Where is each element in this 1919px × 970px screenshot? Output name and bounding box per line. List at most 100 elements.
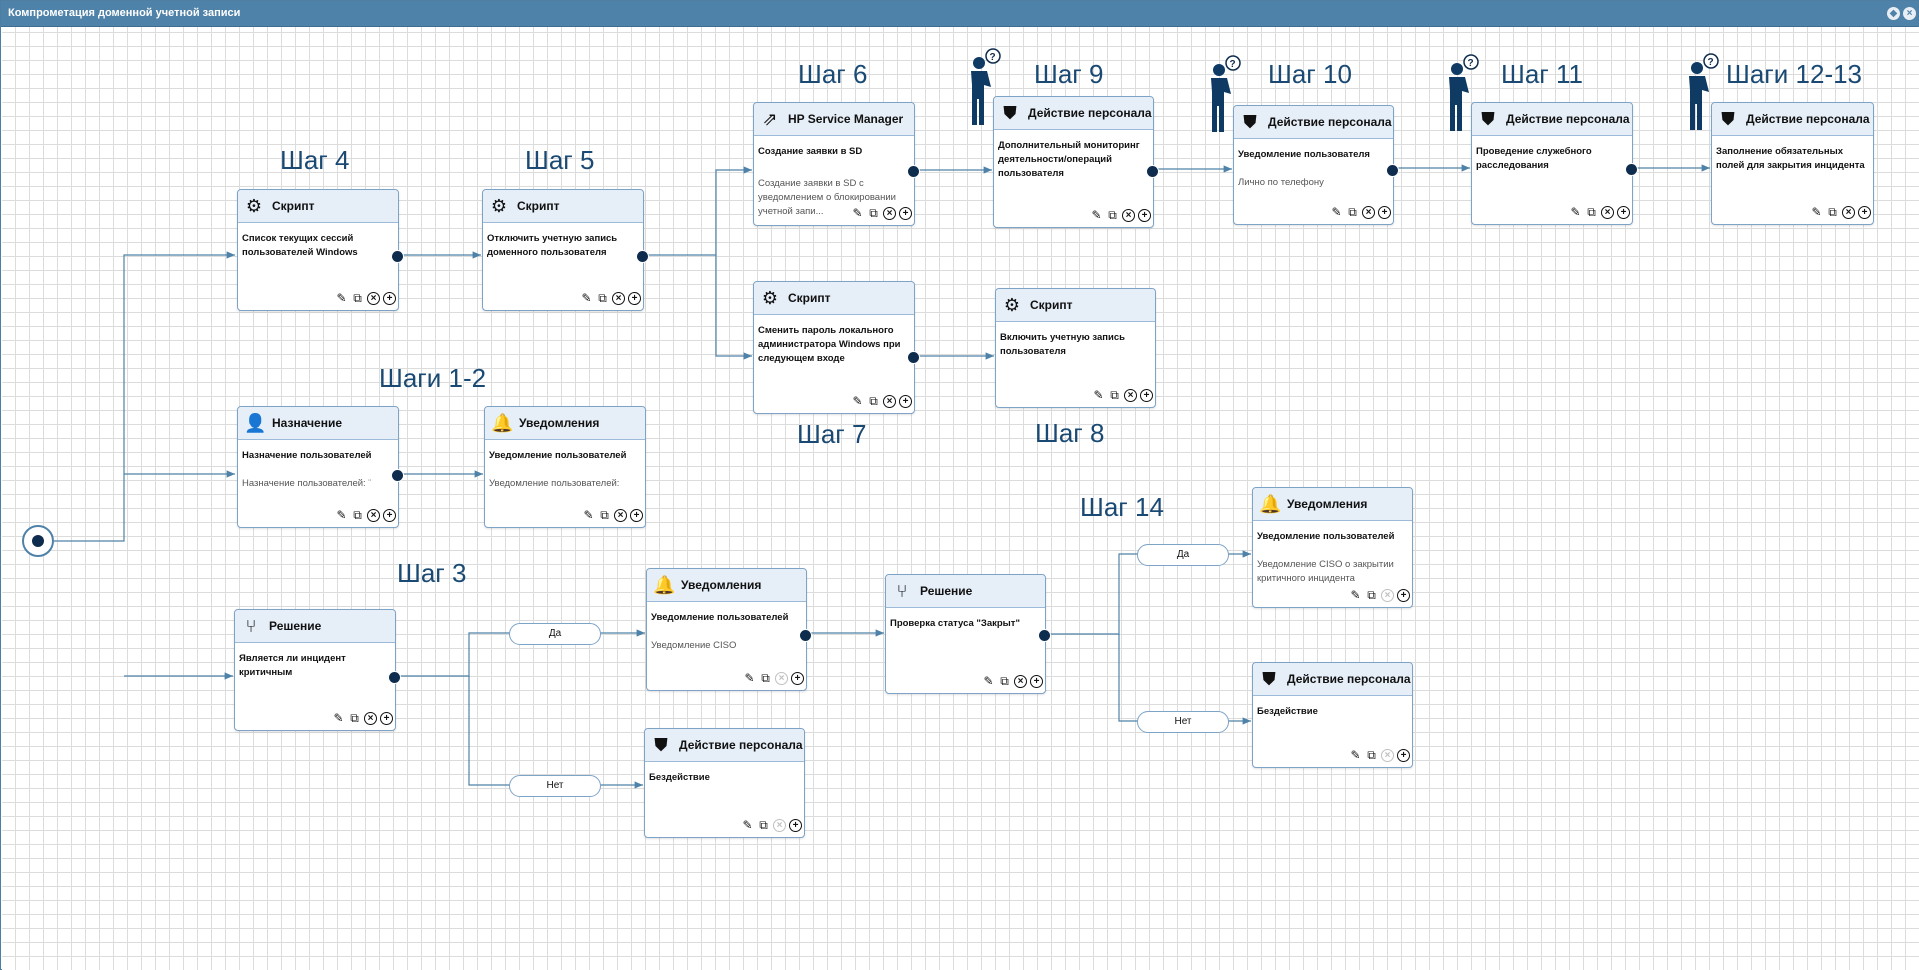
output-port[interactable]	[391, 250, 404, 263]
delete-icon[interactable]: ×	[1842, 206, 1855, 219]
edit-icon[interactable]: ✎	[581, 291, 592, 305]
edit-icon[interactable]: ✎	[336, 291, 347, 305]
delete-icon[interactable]: ×	[364, 712, 377, 725]
copy-icon[interactable]: ⧉	[1348, 205, 1357, 219]
delete-icon[interactable]: ×	[612, 292, 625, 305]
copy-icon[interactable]: ⧉	[1000, 674, 1009, 688]
add-icon[interactable]: +	[1138, 209, 1151, 222]
node-hp-service-manager[interactable]: ⇗HP Service Manager Создание заявки в SD…	[753, 102, 920, 226]
node-action-inaction[interactable]: ⛊Действие персонала Бездействие ✎⧉×+	[644, 728, 805, 838]
node-action-notify-user[interactable]: ⛊Действие персонала Уведомление пользова…	[1233, 105, 1399, 225]
edit-icon[interactable]: ✎	[1091, 208, 1102, 222]
copy-icon[interactable]: ⧉	[1587, 205, 1596, 219]
node-action-close-fields[interactable]: ⛊Действие персонала Заполнение обязатель…	[1711, 102, 1874, 225]
add-icon[interactable]: +	[899, 207, 912, 220]
add-icon[interactable]: +	[1858, 206, 1871, 219]
add-icon[interactable]: +	[380, 712, 393, 725]
add-icon[interactable]: +	[383, 292, 396, 305]
node-script-disable-account[interactable]: ⚙Скрипт Отключить учетную запись доменно…	[482, 189, 649, 311]
node-action-inaction-2[interactable]: ⛊Действие персонала Бездействие ✎⧉×+	[1252, 662, 1413, 768]
add-icon[interactable]: +	[628, 292, 641, 305]
delete-icon[interactable]: ×	[614, 509, 627, 522]
copy-icon[interactable]: ⧉	[1110, 388, 1119, 402]
output-port[interactable]	[799, 629, 812, 642]
node-assign-users[interactable]: 👤Назначение Назначение пользователей Наз…	[237, 406, 404, 528]
output-port[interactable]	[907, 165, 920, 178]
delete-icon[interactable]: ×	[1122, 209, 1135, 222]
edit-icon[interactable]: ✎	[983, 674, 994, 688]
output-port[interactable]	[1146, 165, 1159, 178]
delete-icon[interactable]: ×	[1362, 206, 1375, 219]
edit-icon[interactable]: ✎	[852, 206, 863, 220]
delete-icon[interactable]: ×	[367, 292, 380, 305]
add-icon[interactable]: +	[789, 819, 802, 832]
copy-icon[interactable]: ⧉	[600, 508, 609, 522]
add-icon[interactable]: +	[899, 395, 912, 408]
output-port[interactable]	[391, 469, 404, 482]
node-decision-closed-status[interactable]: ⑂Решение Проверка статуса "Закрыт" ✎⧉×+	[885, 574, 1051, 694]
copy-icon[interactable]: ⧉	[869, 394, 878, 408]
node-script-list-sessions[interactable]: ⚙Скрипт Список текущих сессий пользовате…	[237, 189, 404, 311]
workflow-canvas[interactable]: Шаг 4 Шаг 5 Шаг 6 Шаг 9 Шаг 10 Шаг 11 Ша…	[2, 27, 1919, 970]
start-node[interactable]	[22, 525, 54, 557]
add-icon[interactable]: +	[1397, 589, 1410, 602]
copy-icon[interactable]: ⧉	[1367, 588, 1376, 602]
edit-icon[interactable]: ✎	[336, 508, 347, 522]
node-notify-ciso[interactable]: 🔔Уведомления Уведомление пользователей У…	[646, 568, 812, 691]
output-port[interactable]	[1625, 163, 1638, 176]
add-icon[interactable]: +	[1617, 206, 1630, 219]
copy-icon[interactable]: ⧉	[353, 291, 362, 305]
branch-yes-label[interactable]: Да	[509, 623, 601, 645]
copy-icon[interactable]: ⧉	[1828, 205, 1837, 219]
node-action-monitoring[interactable]: ⛊Действие персонала Дополнительный монит…	[993, 96, 1159, 228]
delete-icon[interactable]: ×	[883, 207, 896, 220]
node-decision-critical[interactable]: ⑂Решение Является ли инцидент критичным …	[234, 609, 401, 731]
delete-icon[interactable]: ×	[1124, 389, 1137, 402]
edit-icon[interactable]: ✎	[1350, 588, 1361, 602]
branch-yes-label[interactable]: Да	[1137, 544, 1229, 566]
add-icon[interactable]: +	[791, 672, 804, 685]
node-notify-users[interactable]: 🔔Уведомления Уведомление пользователей У…	[484, 406, 646, 528]
node-action-investigation[interactable]: ⛊Действие персонала Проведение служебног…	[1471, 102, 1638, 225]
delete-icon[interactable]: ×	[367, 509, 380, 522]
edit-icon[interactable]: ✎	[1350, 748, 1361, 762]
node-notify-ciso-closed[interactable]: 🔔Уведомления Уведомление пользователей У…	[1252, 487, 1413, 608]
edit-icon[interactable]: ✎	[852, 394, 863, 408]
add-icon[interactable]: +	[1030, 675, 1043, 688]
delete-icon[interactable]: ×	[1014, 675, 1027, 688]
delete-icon[interactable]: ×	[1601, 206, 1614, 219]
output-port[interactable]	[1386, 164, 1399, 177]
edit-icon[interactable]: ✎	[1331, 205, 1342, 219]
copy-icon[interactable]: ⧉	[350, 711, 359, 725]
copy-icon[interactable]: ⧉	[869, 206, 878, 220]
edit-icon[interactable]: ✎	[1093, 388, 1104, 402]
edit-icon[interactable]: ✎	[1570, 205, 1581, 219]
copy-icon[interactable]: ⧉	[598, 291, 607, 305]
copy-icon[interactable]: ⧉	[761, 671, 770, 685]
add-icon[interactable]: +	[630, 509, 643, 522]
branch-no-label[interactable]: Нет	[1137, 711, 1229, 733]
add-icon[interactable]: +	[1378, 206, 1391, 219]
branch-no-label[interactable]: Нет	[509, 775, 601, 797]
copy-icon[interactable]: ⧉	[1367, 748, 1376, 762]
edit-icon[interactable]: ✎	[333, 711, 344, 725]
output-port[interactable]	[907, 351, 920, 364]
restore-icon[interactable]: ◆	[1887, 7, 1900, 20]
copy-icon[interactable]: ⧉	[759, 818, 768, 832]
output-port[interactable]	[1038, 629, 1051, 642]
edit-icon[interactable]: ✎	[583, 508, 594, 522]
close-icon[interactable]: ×	[1903, 7, 1916, 20]
copy-icon[interactable]: ⧉	[353, 508, 362, 522]
output-port[interactable]	[388, 671, 401, 684]
node-script-enable-account[interactable]: ⚙Скрипт Включить учетную запись пользова…	[995, 288, 1156, 408]
copy-icon[interactable]: ⧉	[1108, 208, 1117, 222]
add-icon[interactable]: +	[1140, 389, 1153, 402]
edit-icon[interactable]: ✎	[742, 818, 753, 832]
add-icon[interactable]: +	[1397, 749, 1410, 762]
output-port[interactable]	[636, 250, 649, 263]
edit-icon[interactable]: ✎	[744, 671, 755, 685]
delete-icon[interactable]: ×	[883, 395, 896, 408]
node-script-change-password[interactable]: ⚙Скрипт Сменить пароль локального админи…	[753, 281, 920, 414]
edit-icon[interactable]: ✎	[1811, 205, 1822, 219]
add-icon[interactable]: +	[383, 509, 396, 522]
